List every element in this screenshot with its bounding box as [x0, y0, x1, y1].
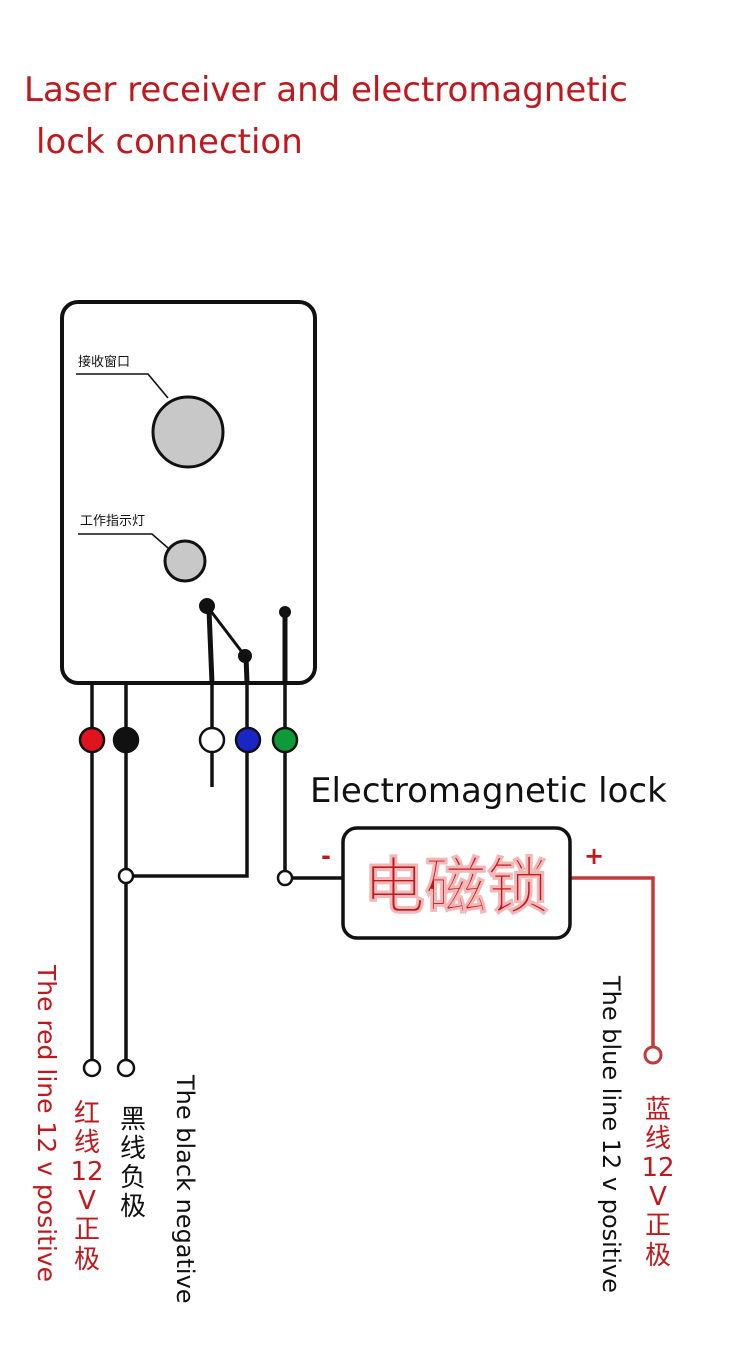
lock-heading: Electromagnetic lock: [310, 771, 667, 811]
blue-cn-char: 12: [641, 1153, 675, 1184]
black-line-cn-label: 黑 线 负 极: [116, 1105, 150, 1223]
blue-wire-marker: [234, 726, 262, 754]
black-cn-char: 线: [119, 1134, 146, 1165]
white-wire-marker: [198, 726, 226, 754]
red-line-cn-label: 红 线 12 V 正 极: [70, 1099, 104, 1275]
blue-cn-char: 极: [644, 1240, 671, 1271]
blue-cn-char: 线: [644, 1124, 671, 1155]
red-cn-char: 极: [73, 1244, 100, 1275]
red-cn-char: 12: [70, 1157, 104, 1188]
indicator-lamp-label: 工作指示灯: [80, 514, 145, 529]
red-cn-char: V: [78, 1186, 96, 1217]
receive-window-label: 接收窗口: [78, 354, 130, 370]
green-junction-node: [276, 869, 294, 887]
lock-plus-wire: [568, 876, 655, 1053]
black-terminal: [116, 1058, 136, 1078]
title-line-2: lock connection: [36, 122, 303, 162]
blue-terminal: [643, 1045, 663, 1065]
red-cn-char: 线: [73, 1128, 100, 1159]
black-line-label: The black negative: [171, 1075, 199, 1304]
relay-arm: [205, 605, 247, 657]
blue-line-label: The blue line 12 v positive: [597, 976, 625, 1293]
indicator-lamp-leader: [78, 533, 169, 549]
lock-minus-sign: -: [321, 842, 331, 870]
receive-window-leader: [76, 373, 169, 399]
blue-line-cn-label: 蓝 线 12 V 正 极: [641, 1095, 675, 1271]
relay-contact-no: [238, 649, 252, 663]
relay-common-stub: [206, 609, 215, 684]
red-line-label: The red line 12 v positive: [32, 965, 61, 1282]
lock-box-label: 电磁锁: [363, 850, 549, 923]
red-wire-marker: [78, 726, 106, 754]
red-cn-char: 正: [73, 1215, 100, 1246]
red-cn-char: 红: [73, 1099, 100, 1129]
black-junction-node: [117, 867, 135, 885]
lock-box: [341, 826, 572, 940]
title-line-1: Laser receiver and electromagnetic: [24, 70, 628, 110]
black-cn-char: 负: [119, 1163, 146, 1194]
receive-window: [151, 395, 225, 469]
red-terminal: [82, 1058, 102, 1078]
receiver-body: [60, 300, 317, 685]
blue-cn-char: 蓝: [644, 1095, 671, 1125]
blue-wire: [126, 683, 249, 878]
green-wire-marker: [271, 726, 299, 754]
blue-cn-char: V: [649, 1182, 667, 1213]
black-cn-char: 极: [119, 1192, 146, 1223]
black-cn-char: 黑: [119, 1105, 146, 1135]
blue-cn-char: 正: [644, 1211, 671, 1242]
black-wire-marker: [112, 726, 140, 754]
relay-pivot: [199, 598, 215, 614]
relay-contact-nc: [279, 606, 291, 618]
indicator-lamp: [163, 539, 207, 583]
lock-plus-sign: +: [584, 842, 604, 870]
